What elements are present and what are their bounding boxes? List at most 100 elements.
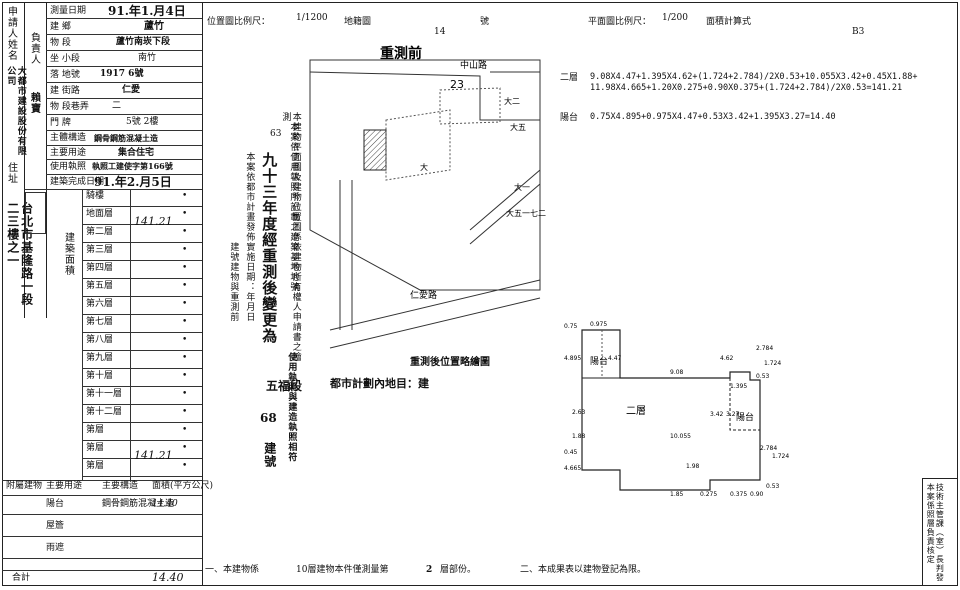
person-label: 負責人	[28, 32, 40, 65]
floor-row: 第十層	[86, 372, 113, 381]
plan-dimension: 1.85	[670, 491, 684, 498]
floor-row: 第層	[86, 444, 104, 453]
floor-label: 第十一層	[86, 389, 123, 399]
floor-mark: •	[182, 389, 188, 399]
notes-column: 本建物平面圖及建物位置圖係依建物所有權人申請書之繪測 九十三年度經重測後變更為 …	[200, 2, 310, 562]
floor-row: 第層	[86, 462, 104, 471]
lane23-label: 23	[450, 78, 464, 91]
applicant-name-value: 大都市建設股份有限公司	[5, 66, 26, 156]
floor-mark: •	[182, 335, 188, 345]
plan-dimension: 3.27	[726, 411, 740, 418]
annex-cell-use: 陽台	[46, 499, 65, 509]
floor-mark: •	[182, 245, 188, 255]
balcony-calc-formula: 0.75X4.895+0.975X4.47+0.53X3.42+1.395X3.…	[590, 112, 836, 122]
footer-floor-no: 2	[426, 565, 433, 575]
scale-value: 1/1200	[296, 13, 328, 23]
plan-scale-value: 1/200	[662, 13, 688, 23]
floor-mark: •	[182, 371, 188, 381]
room-balcony-1: 陽台	[590, 355, 608, 367]
floor-row: 第八層	[86, 336, 113, 345]
footer-note-2: 二、本成果表以建物登記為限。	[520, 565, 647, 575]
floor-mark: •	[182, 425, 188, 435]
footer-note-1: 一、本建物係	[205, 565, 260, 575]
map-sheet: 14	[434, 27, 446, 37]
alley-value: 5號 2樓	[126, 117, 159, 127]
floor2-calc-label: 二層	[560, 73, 579, 83]
floor-row: 第六層	[86, 300, 113, 309]
floor-row: 第七層	[86, 318, 113, 327]
footer-note-1c: 層部份。	[440, 565, 477, 575]
approval-stamp-box: 技術主管課（室）長判發本案係照層負責核定	[922, 478, 958, 586]
floor2-area-value: 141.21	[134, 215, 173, 228]
floor-row: 第十二層	[86, 408, 122, 417]
floor-label: 第三層	[86, 245, 114, 255]
section-name: 五福段	[266, 379, 303, 393]
plan-dimension: 0.45	[564, 449, 578, 456]
annex-total-value: 14.40	[152, 571, 184, 584]
annex-header-cell: 面積(平方公尺)	[152, 481, 214, 491]
plan-dimension: 1.395	[730, 383, 747, 390]
location-map: 重測前 中山路 23 仁愛路 大二 大五 大 大一 大五一七二	[309, 45, 546, 349]
plan-dimension: 3.42	[710, 411, 724, 418]
floor-label: 第十層	[86, 371, 114, 381]
total-area-value: 141.21	[134, 449, 173, 462]
lot-label-4: 大一	[514, 182, 530, 192]
section-value: 蘆竹南崁下段	[116, 37, 171, 47]
floor-row: 第十一層	[86, 390, 122, 399]
note-1: 本建物平面圖及建物位置圖係依建物所有權人申請書之繪測	[280, 112, 301, 362]
floor-label: 第七層	[86, 317, 114, 327]
field-block: 測量日期 91.年1.月4日 建 鄉 蘆竹 物 段 蘆竹南崁下段 坐 小段 南竹…	[46, 2, 202, 174]
plan-scale-title: 平面圖比例尺：	[588, 17, 652, 27]
note-big: 九十三年度經重測後變更為	[260, 152, 279, 344]
floor-label: 第二層	[86, 227, 114, 237]
land-no-value: 1917 6號	[100, 69, 144, 79]
floor-list: 騎樓•地面層•第二層•第三層•第四層•第五層•第六層•第七層•第八層•第九層•第…	[82, 190, 202, 480]
note-consistent: 使用執照與建造執照相符	[286, 352, 297, 462]
floor-mark: •	[182, 209, 188, 219]
floor-label: 第層	[86, 425, 105, 435]
floor2-calc-formula: 9.08X4.47+1.395X4.62+(1.724+2.784)/2X0.5…	[590, 72, 918, 94]
plan-dimension: 1.98	[686, 463, 700, 470]
floor-mark: •	[182, 299, 188, 309]
plan-dimension: 2.784	[756, 345, 773, 352]
approval-stamp: 技術主管課（室）長判發本案係照層負責核定	[926, 483, 945, 582]
floor-mark: •	[182, 191, 188, 201]
annex-cell-area: 14.40	[152, 499, 178, 509]
road-value: 仁愛	[122, 85, 141, 95]
map-title: 重測前	[380, 45, 422, 62]
floor-label: 第層	[86, 461, 105, 471]
place-name: 蘆竹	[144, 21, 164, 32]
room-balcony-2: 陽台	[736, 411, 754, 423]
person-value: 賴寶	[28, 92, 40, 114]
floor-mark: •	[182, 407, 188, 417]
annex-cell-structure: 鋼骨鋼筋混凝土造	[102, 499, 175, 509]
lot-label-2: 大五	[510, 122, 526, 132]
use-value: 集合住宅	[118, 148, 155, 158]
subsection-value: 南竹	[138, 53, 157, 63]
note-4: 本案依使用執照所記載之建築基地地號	[288, 122, 299, 292]
plan-dimension: 4.665	[564, 465, 581, 472]
floor-mark: •	[182, 317, 188, 327]
room-floor2: 二層	[626, 405, 646, 417]
note-3: 本案依都市計畫發佈實施日期：年月日	[244, 152, 255, 322]
scale-title: 位置圖比例尺：	[207, 17, 271, 27]
map-caption: 重測後位置略繪圖	[410, 357, 490, 368]
floor-mark: •	[182, 461, 188, 471]
annex-cell-use: 雨遮	[46, 543, 65, 553]
floor-row: 地面層	[86, 210, 113, 219]
survey-date: 91.年1.月4日	[108, 4, 186, 18]
plan-dimension: 1.724	[764, 360, 781, 367]
floor-area-label: 建築面積	[62, 232, 74, 276]
plan-dimension: 1.724	[772, 453, 789, 460]
plan-dimension: 4.47	[608, 355, 622, 362]
plan-dimension: 4.895	[564, 355, 581, 362]
floor-label: 第十二層	[86, 407, 123, 417]
floor-mark: •	[182, 263, 188, 273]
building-mark: 建號	[262, 442, 277, 468]
balcony-calc-label: 陽台	[560, 113, 579, 123]
applicant-column: 申請人姓名 大都市建設股份有限公司 住址 台北市基隆路一段二三樓之一	[2, 2, 34, 318]
lane-value: 二	[112, 101, 122, 111]
completion-date: 91.年2.月5日	[94, 175, 172, 189]
floor-label: 地面層	[86, 209, 114, 219]
